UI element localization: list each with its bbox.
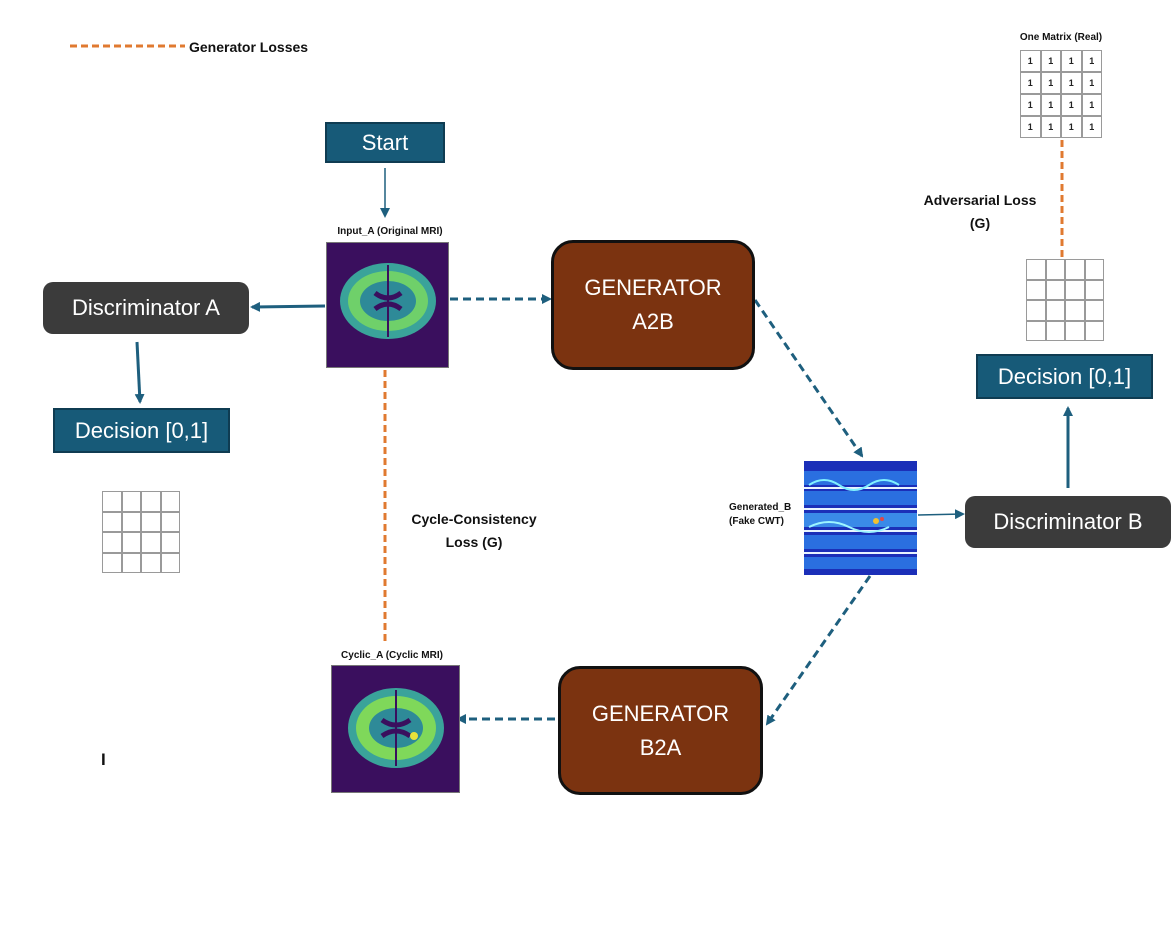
matrix-cell: 1 (1020, 72, 1041, 94)
generator-b2a-line1: GENERATOR (591, 700, 730, 726)
cycle-loss-label: Cycle-Consistency Loss (G) (398, 508, 550, 554)
matrix-cell: 1 (1040, 94, 1061, 116)
matrix-cell: 1 (1040, 50, 1061, 72)
generated-b-label: Generated_B (Fake CWT) (729, 501, 791, 529)
input-a-mri-image (326, 242, 449, 368)
matrix-cell: 1 (1040, 72, 1061, 94)
generated-b-label-line1: Generated_B (729, 502, 792, 513)
generator-a2b-line1: GENERATOR (584, 275, 722, 300)
discriminator-a-box: Discriminator A (43, 282, 249, 334)
arrow-generated-b-to-discriminator-b (917, 509, 965, 520)
matrix-cell: 1 (1020, 116, 1041, 138)
matrix-cell: 1 (1061, 50, 1082, 72)
cyclic-a-mri-image (331, 665, 460, 793)
decision-a-matrix (102, 491, 180, 573)
matrix-cell: 1 (1061, 116, 1082, 138)
generator-a2b-line2: A2B (632, 309, 674, 334)
generator-b2a-box: GENERATOR B2A (558, 666, 763, 795)
adversarial-loss-label: Adversarial Loss (G) (910, 189, 1050, 235)
decision-b-matrix (1026, 259, 1104, 341)
start-box: Start (325, 122, 445, 163)
matrix-cell: 1 (1061, 94, 1082, 116)
decision-a-box: Decision [0,1] (53, 408, 230, 453)
adversarial-loss-line2: (G) (969, 215, 991, 231)
matrix-cell: 1 (1061, 72, 1082, 94)
generator-a2b-box: GENERATOR A2B (551, 240, 755, 370)
arrow-input-to-discriminator-a (250, 301, 326, 312)
matrix-cell: 1 (1081, 50, 1102, 72)
generator-b2a-line2: B2A (639, 734, 682, 760)
one-matrix-label: One Matrix (Real) (1019, 32, 1103, 43)
brain-image-input (340, 263, 436, 339)
matrix-cell: 1 (1020, 94, 1041, 116)
cycle-loss-line1: Cycle-Consistency (411, 511, 537, 527)
cwt-spectrogram (804, 461, 917, 575)
brain-image-cyclic (348, 688, 444, 768)
matrix-cell: 1 (1040, 116, 1061, 138)
matrix-cell: 1 (1020, 50, 1041, 72)
matrix-cell: 1 (1081, 94, 1102, 116)
decision-b-box: Decision [0,1] (976, 354, 1153, 399)
cycle-loss-line2: Loss (G) (445, 534, 503, 550)
adversarial-loss-line1: Adversarial Loss (923, 192, 1037, 208)
generated-b-label-line2: (Fake CWT) (729, 516, 784, 527)
generated-b-cwt-image (804, 461, 917, 575)
arrow-generated-b-to-generator-b2a (765, 575, 872, 726)
input-a-label: Input_A (Original MRI) (337, 226, 443, 237)
matrix-cell: 1 (1081, 72, 1102, 94)
one-matrix-real: 1 1 1 1 1 1 1 1 1 1 1 1 1 1 1 1 (1020, 50, 1102, 138)
legend-label: Generator Losses (189, 39, 309, 55)
discriminator-b-box: Discriminator B (965, 496, 1171, 548)
matrix-cell: 1 (1081, 116, 1102, 138)
arrow-generator-a2b-to-generated-b (753, 299, 864, 458)
arrow-discriminator-a-to-decision (134, 341, 145, 404)
cyclic-a-label: Cyclic_A (Cyclic MRI) (341, 650, 443, 661)
stray-mark: I (101, 750, 106, 769)
